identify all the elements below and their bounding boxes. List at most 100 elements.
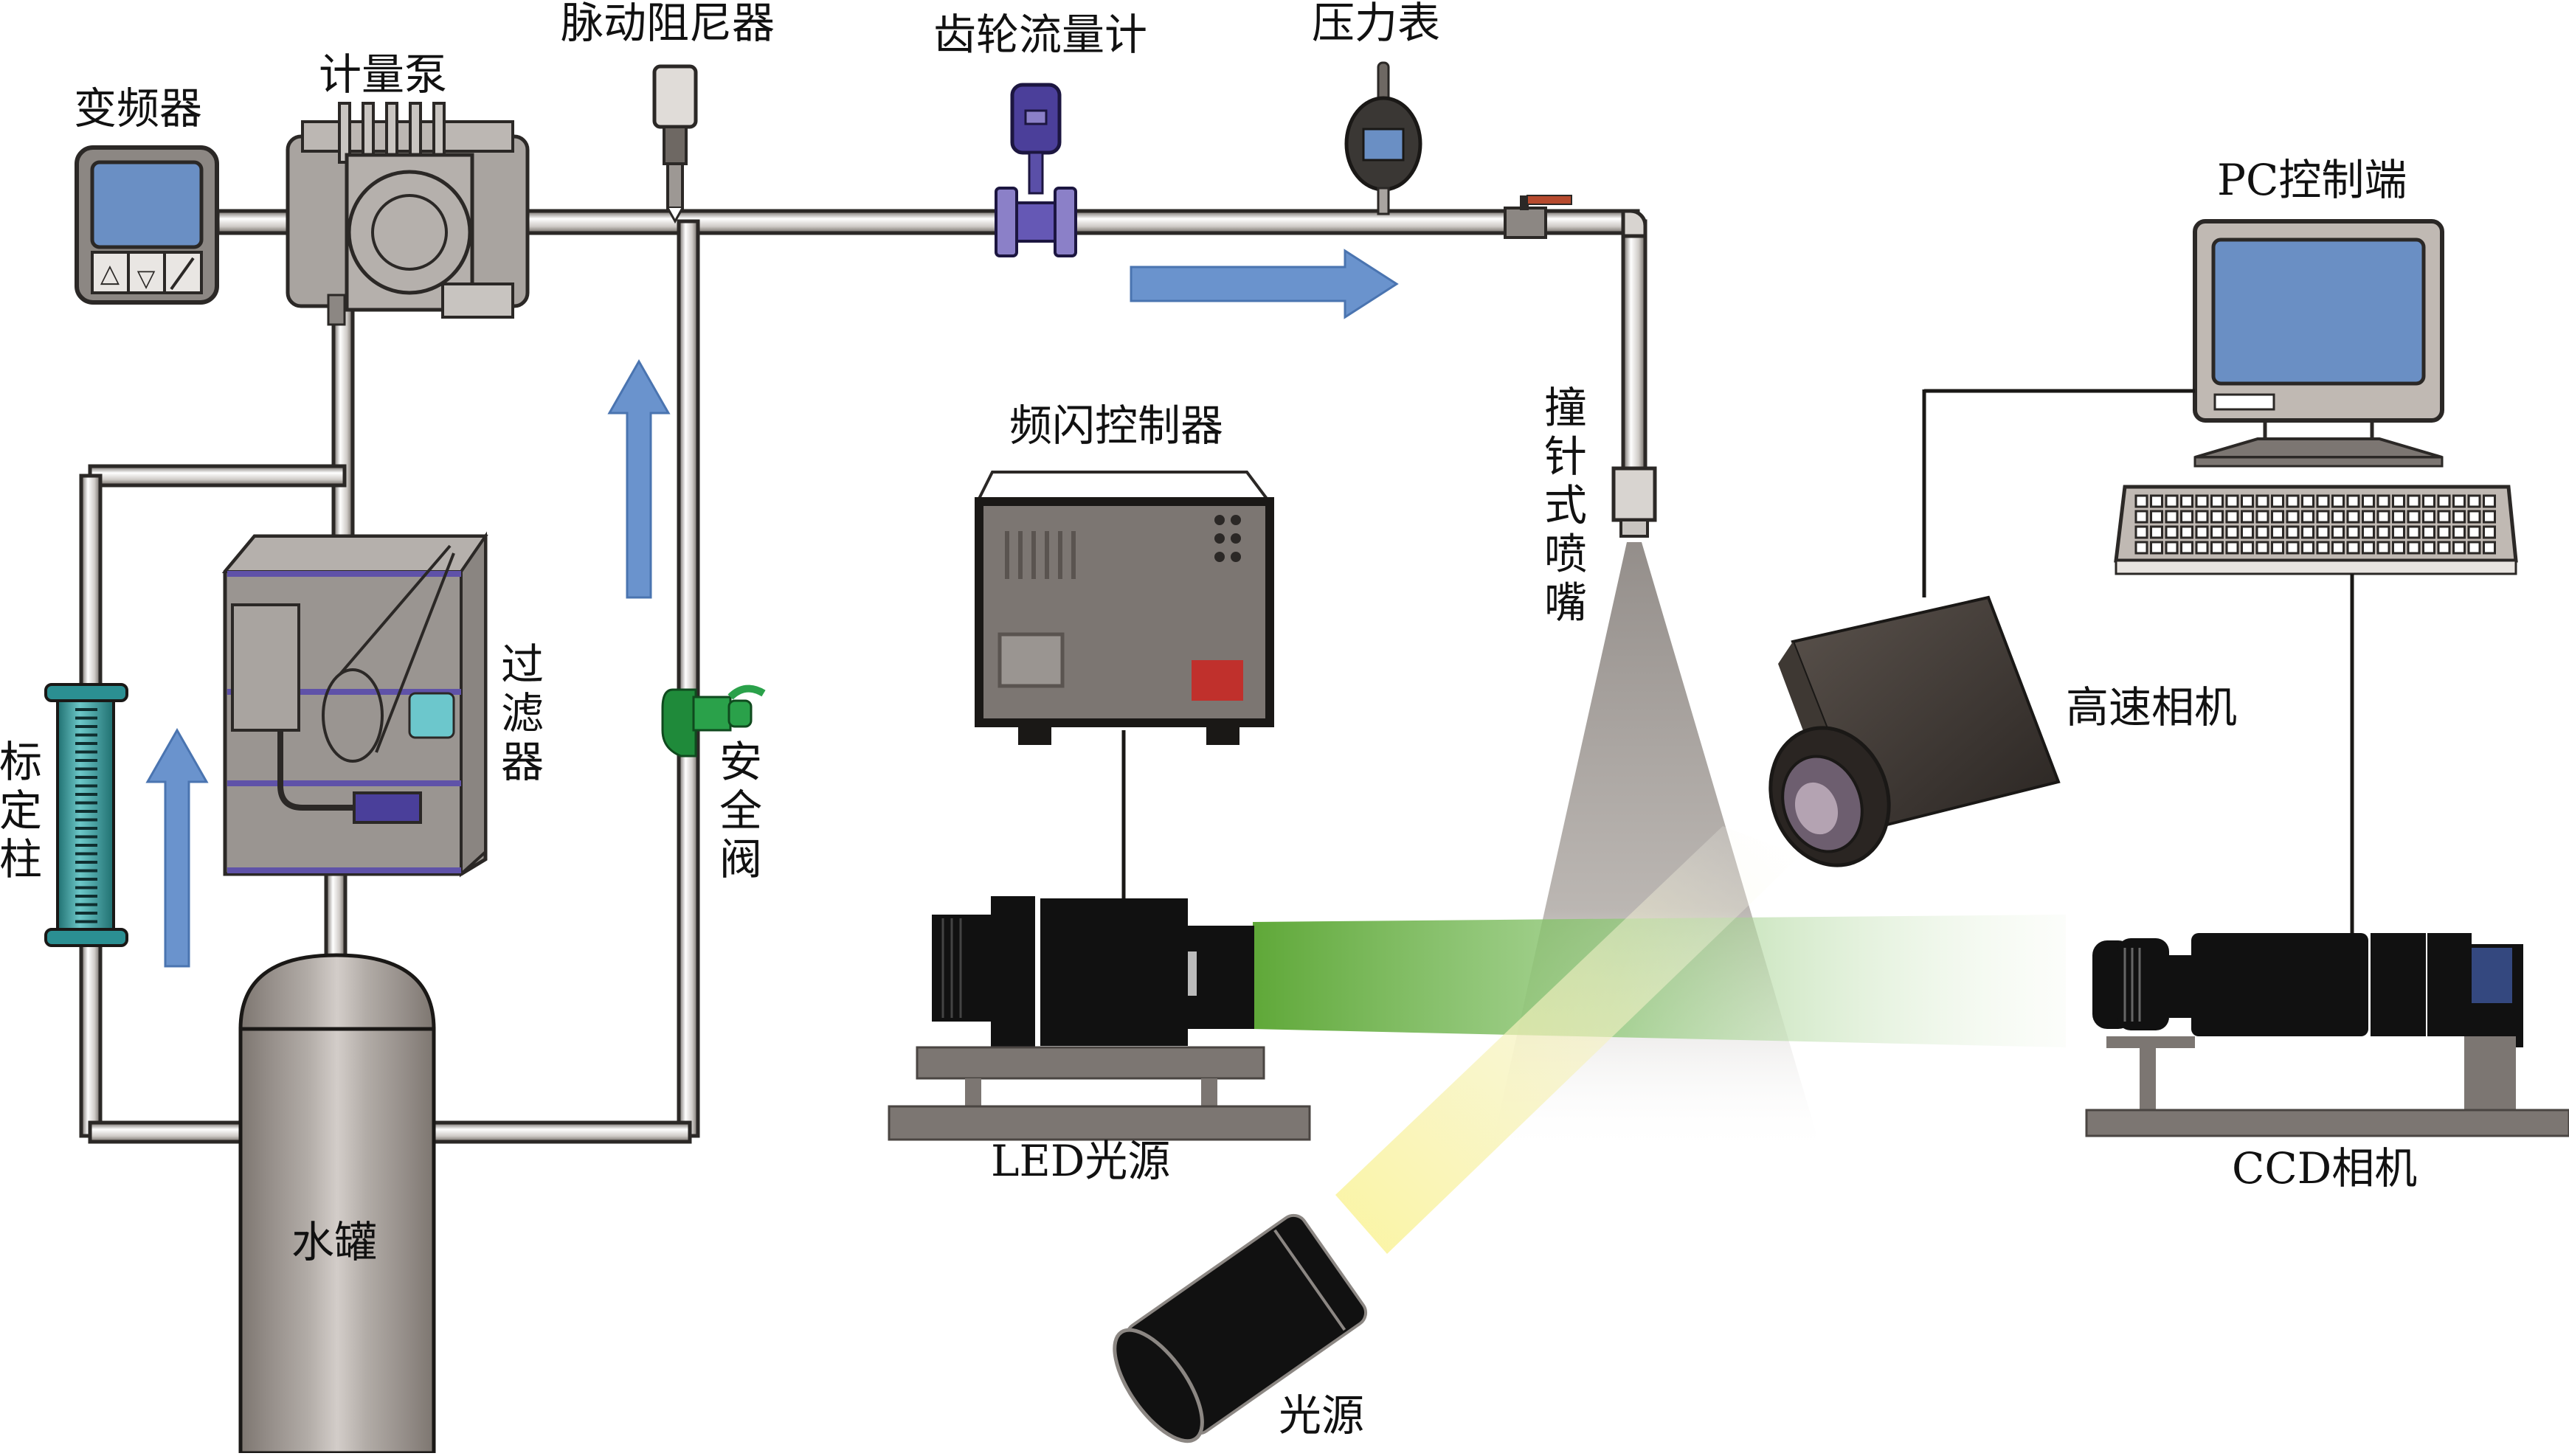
label-water-tank: 水罐 (291, 1217, 378, 1267)
keyboard-key (2392, 541, 2405, 555)
label-light-source: 光源 (1279, 1390, 1365, 1441)
flow-arrow-up-bypass (607, 358, 671, 599)
keyboard-device (2114, 485, 2518, 575)
keyboard-key (2316, 525, 2330, 539)
keyboard-key (2452, 525, 2466, 539)
keyboard-key (2346, 494, 2360, 508)
flow-arrow-up-calibration (145, 727, 209, 968)
keyboard-key (2150, 494, 2163, 508)
keyboard-key (2437, 541, 2451, 555)
keyboard-key (2241, 541, 2254, 555)
ccd-sensor-panel (2472, 948, 2512, 1003)
keyboard-key (2150, 510, 2163, 524)
pump-outlet-pipe (331, 308, 355, 541)
keyboard-key (2286, 510, 2300, 524)
keyboard-key (2301, 510, 2314, 524)
keyboard-key (2467, 541, 2481, 555)
keyboard-key (2180, 494, 2193, 508)
enter-key-icon (170, 257, 195, 291)
label-ccd-camera: CCD相机 (2232, 1143, 2418, 1193)
light-source-beam (1335, 826, 1800, 1254)
keyboard-key (2452, 541, 2466, 555)
keyboard-key (2255, 510, 2269, 524)
keyboard-key (2271, 510, 2284, 524)
keyboard-key (2255, 525, 2269, 539)
keyboard-key (2165, 494, 2179, 508)
keyboard-key (2225, 510, 2239, 524)
keyboard-key (2210, 525, 2224, 539)
keyboard-key (2331, 494, 2345, 508)
keyboard-key (2165, 541, 2179, 555)
pipe-network (79, 209, 1647, 1144)
keyboard-key (2346, 510, 2360, 524)
keyboard-key (2286, 541, 2300, 555)
keyboard-key (2452, 510, 2466, 524)
keyboard-key (2134, 525, 2148, 539)
calibration-column-device (44, 683, 128, 947)
keyboard-key (2225, 494, 2239, 508)
label-led-light: LED光源 (991, 1136, 1171, 1186)
keyboard-key (2362, 510, 2375, 524)
keyboard-key (2271, 494, 2284, 508)
keyboard-key (2362, 494, 2375, 508)
inverter-device: △ ▽ (75, 145, 219, 305)
keyboard-key (2392, 494, 2405, 508)
label-inverter: 变频器 (74, 83, 203, 134)
keyboard-key (2422, 541, 2435, 555)
keyboard-key (2316, 510, 2330, 524)
keyboard-key (2301, 494, 2314, 508)
keyboard-key (2407, 525, 2421, 539)
keyboard-key (2331, 525, 2345, 539)
label-pulsation-damper: 脉动阻尼器 (561, 0, 775, 48)
keyboard-key (2134, 494, 2148, 508)
ball-valve-device (1504, 195, 1572, 239)
keyboard-key (2407, 510, 2421, 524)
keyboard-key (2422, 525, 2435, 539)
keyboard-key (2376, 541, 2390, 555)
keyboard-key (2422, 510, 2435, 524)
keyboard-key (2467, 494, 2481, 508)
keyboard-key (2483, 510, 2496, 524)
pressure-gauge-device (1344, 61, 1422, 215)
keyboard-key (2225, 541, 2239, 555)
safety-valve-device (661, 684, 766, 758)
keyboard-key (2165, 525, 2179, 539)
label-gear-flowmeter: 齿轮流量计 (933, 10, 1148, 60)
keyboard-key (2331, 541, 2345, 555)
keyboard-key (2467, 525, 2481, 539)
keyboard-key (2437, 494, 2451, 508)
keyboard-key (2286, 525, 2300, 539)
keyboard-key (2346, 525, 2360, 539)
inverter-screen (90, 160, 204, 249)
pipe-elbow (1621, 209, 1647, 238)
keyboard-key (2316, 494, 2330, 508)
pulsation-damper-device (652, 64, 698, 224)
keyboard-key (2483, 541, 2496, 555)
keyboard-key (2271, 541, 2284, 555)
keyboard-key (2437, 510, 2451, 524)
calibration-loop-top (88, 464, 347, 488)
light-source-device (1113, 1213, 1368, 1443)
keyboard-key (2210, 510, 2224, 524)
filter-device (221, 531, 488, 878)
pintle-nozzle-device (1611, 466, 1657, 538)
keyboard-key (2376, 510, 2390, 524)
strobe-display (997, 632, 1065, 688)
keyboard-key (2437, 525, 2451, 539)
keyboard-key (2255, 494, 2269, 508)
led-light-device (888, 896, 1311, 1141)
keyboard-key (2362, 525, 2375, 539)
keyboard-key (2452, 494, 2466, 508)
metering-pump-device (286, 102, 530, 326)
keyboard-key (2271, 525, 2284, 539)
keyboard-key (2180, 525, 2193, 539)
flow-arrow-right (1130, 249, 1399, 319)
keyboard-key (2195, 510, 2209, 524)
keyboard-key (2195, 525, 2209, 539)
keyboard-key (2150, 541, 2163, 555)
keyboard-key (2407, 494, 2421, 508)
keyboard-key (2407, 541, 2421, 555)
strobe-controller-device (975, 471, 1274, 904)
